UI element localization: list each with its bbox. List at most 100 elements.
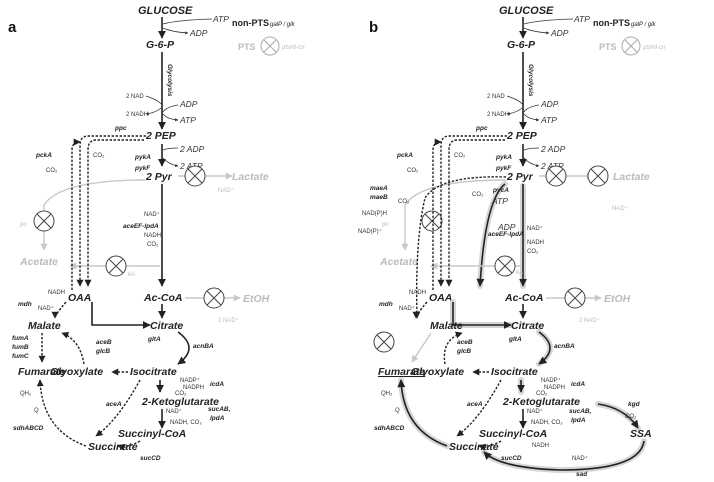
gene-acka: kA [516,270,523,276]
gene-glycolysis: Glycolysis [166,64,173,97]
cofactor-co2-ppc: CO₂ [93,153,105,159]
cofactor-nad-gray: NAD⁺ [612,205,628,212]
cofactor-2nadh: 2 NADH [487,112,509,118]
gene-maeb: maeB [370,194,388,201]
cofactor-nadh: NADH [527,240,544,246]
crossed-circle-icon [545,165,567,187]
metabolite-pyruvate: 2 Pyr [145,171,173,183]
pts-label: PTS [238,42,256,52]
cofactor-qh2: QH₂ [381,391,393,397]
cofactor-2atp: 2 ATP [540,161,564,171]
panel-a: a GLUCOSE ATP ADP non-PTS galP / glk PTS… [8,5,306,462]
gene-kgd: kgd [628,401,641,408]
gene-pyka: pykA [134,154,151,161]
metabolite-succinate: Succinate [449,441,499,453]
metabolite-glucose: GLUCOSE [138,5,193,17]
cofactor-nadh-sad: NADH [532,443,549,449]
cofactor-2adp: 2 ADP [179,144,205,154]
metabolite-etoh: EtOH [604,293,631,305]
crossed-circle-icon [203,287,225,309]
cofactor-qh2: QH₂ [20,391,32,397]
gene-aceb: aceB [457,339,473,346]
gene-sucab: sucAB, [569,408,592,415]
cofactor-2adp: 2 ADP [540,144,566,154]
crossed-circle-icon [260,36,280,56]
gene-acka: kA [128,272,135,278]
gene-sdh: sdhABCD [13,425,44,432]
gene-lpda: lpdA [571,417,586,424]
pts-genes: ptsHI-crr [642,45,667,51]
cofactor-co2-ppc: CO₂ [454,153,466,159]
cofactor-nad-kg: NAD⁺ [527,408,543,415]
gene-sucab: sucAB, [208,406,231,413]
cofactor-2nad: 2 NAD [487,94,505,100]
gene-pyca: pycA [492,187,509,194]
metabolite-akg: 2-Ketoglutarate [141,396,219,408]
panel-label: a [8,19,17,36]
cofactor-nadp-me: NAD(P)⁺ [358,228,382,235]
crossed-circle-icon [105,255,127,277]
gene-aceef: aceEF-lpdA [488,231,524,238]
gene-mdh: mdh [18,301,32,308]
gene-acea: aceA [467,401,483,408]
metabolite-pyruvate: 2 Pyr [506,171,534,183]
gene-pcka: pckA [35,152,52,159]
gene-lpda: lpdA [210,415,225,422]
gene-sad: sad [576,471,588,478]
gene-pox: po [19,222,27,228]
cofactor-co2-pck: CO₂ [407,168,419,174]
gene-sdh: sdhABCD [374,425,405,432]
cofactor-2nad: 2 NAD [126,94,144,100]
gene-aceb: aceB [96,339,112,346]
metabolite-fumarate: Fumarate [18,366,65,378]
metabolite-g6p: G-6-P [146,39,175,51]
cofactor-adp: ADP [550,28,569,38]
metabolite-glucose: GLUCOSE [499,5,554,17]
gene-ppc: ppc [475,125,488,132]
metabolite-oaa: OAA [68,292,91,304]
gene-ppc: ppc [114,125,127,132]
cofactor-co2-pck: CO₂ [46,168,58,174]
cofactor-nad: NAD⁺ [527,225,543,232]
cofactor-nadph: NADPH [183,385,204,391]
cofactor-nad-kg: NAD⁺ [166,408,182,415]
metabolite-glyoxylate: Glyoxylate [411,366,464,378]
metabolite-pep: 2 PEP [145,130,177,142]
metabolite-malate: Malate [430,320,463,332]
metabolite-glyoxylate: Glyoxylate [50,366,103,378]
metabolite-fumarate: Fumarate [378,366,425,378]
cofactor-nadh: NADH [144,233,161,239]
metabolite-succinylcoa: Succinyl-CoA [479,428,547,440]
cofactor-2nad-gray: 2 NAD⁺ [218,317,239,324]
cofactor-nad-mdh: NAD⁺ [38,305,54,312]
cofactor-2atp: 2 ATP [179,161,203,171]
gene-pyka: pykA [495,154,512,161]
cofactor-atp: ATP [573,14,590,24]
cofactor-2nadh: 2 NADH [126,112,148,118]
crossed-circle-icon [621,36,641,56]
cofactor-nadp: NADP⁺ [541,377,561,384]
gene-icda: icdA [571,381,585,388]
cofactor-nadph-me: NAD(P)H [362,211,387,217]
cofactor-nadp: NADP⁺ [180,377,200,384]
metabolite-lactate: Lactate [613,171,650,183]
gene-glta: gltA [508,336,522,343]
metabolite-accoa: Ac-CoA [504,292,544,304]
gene-acea: aceA [106,401,122,408]
nonpts-genes: galP / glk [270,22,295,28]
cofactor-co2: CO₂ [527,249,539,255]
cofactor-nad-sad: NAD⁺ [572,455,588,462]
gene-sucd: sucCD [140,455,161,462]
cofactor-atp-2: ATP [540,115,557,125]
metabolite-citrate: Citrate [511,320,544,332]
panel-label: b [369,19,378,36]
metabolite-ssa: SSA [630,428,652,440]
nonpts-genes: galP / glk [631,22,656,28]
pts-genes: ptsHI-crr [281,45,306,51]
metabolite-isocitrate: Isocitrate [491,366,538,378]
metabolite-etoh: EtOH [243,293,270,305]
cofactor-atp: ATP [212,14,229,24]
nonpts-label: non-PTS [232,18,269,28]
crossed-circle-icon [587,165,609,187]
